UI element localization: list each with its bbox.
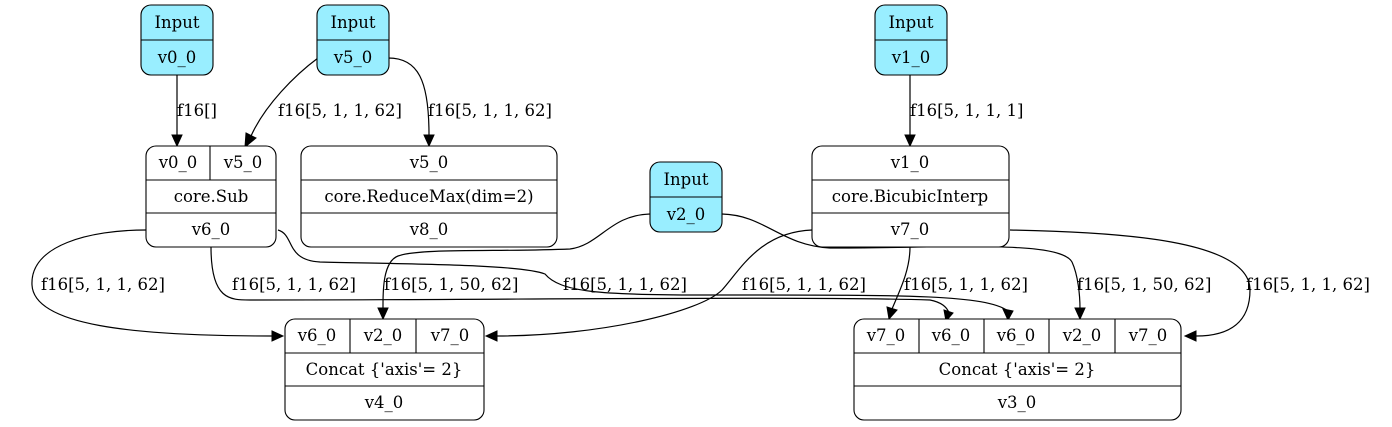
node-op-name: core.Sub <box>174 187 249 206</box>
edge-label: f16[5, 1, 1, 62] <box>232 275 356 294</box>
edge-arrowhead <box>171 134 183 148</box>
node-output: v8_0 <box>409 220 449 239</box>
node-input-port: v6_0 <box>931 326 971 345</box>
node-title: Input <box>664 170 709 189</box>
edge-arrowhead <box>423 134 435 148</box>
node-input-port: v0_0 <box>158 153 198 172</box>
node-output: v4_0 <box>364 393 404 412</box>
node-output: v0_0 <box>157 48 197 67</box>
node-output: v7_0 <box>890 220 930 239</box>
node-op-name: Concat {'axis'= 2} <box>306 360 463 379</box>
edge-v5-to-sub <box>250 57 319 137</box>
edge-v6-to-concat3-b <box>277 229 1009 312</box>
node-output: v2_0 <box>666 205 706 224</box>
node-op-name: Concat {'axis'= 2} <box>939 360 1096 379</box>
node-input-port: v6_0 <box>297 326 337 345</box>
input-node-v2[interactable]: Input v2_0 <box>649 161 723 233</box>
node-op-name: core.BicubicInterp <box>832 187 988 206</box>
edge-v6-to-concat3-a <box>210 246 950 314</box>
input-node-v5[interactable]: Input v5_0 <box>316 4 390 76</box>
edge-label: f16[5, 1, 1, 62] <box>41 275 165 294</box>
node-input-port: v7_0 <box>430 326 470 345</box>
edge-v7-to-concat3-b <box>1009 229 1251 337</box>
edge-label: f16[5, 1, 1, 62] <box>1246 275 1370 294</box>
edge-v6-to-concat4 <box>31 229 273 337</box>
edge-arrowhead <box>943 309 954 323</box>
edge-label: f16[5, 1, 1, 62] <box>563 275 687 294</box>
edge-label: f16[5, 1, 50, 62] <box>1077 275 1211 294</box>
node-input-port: v2_0 <box>363 326 403 345</box>
edge-label: f16[5, 1, 50, 62] <box>384 275 518 294</box>
node-title: Input <box>155 13 200 32</box>
node-output: v6_0 <box>191 220 231 239</box>
edge-v7-to-concat3-a <box>891 246 911 310</box>
node-input-port: v5_0 <box>223 153 263 172</box>
op-node-reducemax[interactable]: v5_0 core.ReduceMax(dim=2) v8_0 <box>300 145 558 248</box>
edge-arrowhead <box>1183 330 1197 342</box>
op-node-sub[interactable]: v0_0 v5_0 core.Sub v6_0 <box>145 145 277 248</box>
node-output: v3_0 <box>997 393 1037 412</box>
node-input-port: v7_0 <box>1128 326 1168 345</box>
edge-label: f16[5, 1, 1, 62] <box>428 101 552 120</box>
input-node-v1[interactable]: Input v1_0 <box>874 4 948 76</box>
node-output: v5_0 <box>333 48 373 67</box>
input-node-v0[interactable]: Input v0_0 <box>140 4 214 76</box>
edge-arrowhead <box>904 134 916 148</box>
edge-arrowhead <box>244 132 257 149</box>
edge-arrowhead <box>377 307 389 321</box>
edge-label: f16[5, 1, 1, 62] <box>904 275 1028 294</box>
edge-label: f16[5, 1, 1, 1] <box>910 101 1023 120</box>
edge-label: f16[5, 1, 1, 62] <box>278 101 402 120</box>
node-op-name: core.ReduceMax(dim=2) <box>324 187 533 206</box>
node-input-port: v5_0 <box>409 153 449 172</box>
edge-arrowhead <box>1074 307 1086 321</box>
edge-arrowhead <box>886 306 898 321</box>
node-input-port: v1_0 <box>890 153 930 172</box>
op-node-bicubic[interactable]: v1_0 core.BicubicInterp v7_0 <box>811 145 1010 248</box>
node-title: Input <box>331 13 376 32</box>
edge-arrowhead <box>1002 308 1014 322</box>
op-node-concat-v3[interactable]: v7_0 v6_0 v6_0 v2_0 v7_0 Concat {'axis'=… <box>853 318 1182 421</box>
node-input-port: v7_0 <box>866 326 906 345</box>
op-node-concat-v4[interactable]: v6_0 v2_0 v7_0 Concat {'axis'= 2} v4_0 <box>284 318 485 421</box>
edge-arrowhead <box>484 330 498 342</box>
edge-arrowhead <box>271 330 285 342</box>
edge-v5-to-reducemax <box>387 57 430 136</box>
edge-v7-to-concat4 <box>496 229 813 337</box>
node-input-port: v6_0 <box>996 326 1036 345</box>
node-output: v1_0 <box>891 48 931 67</box>
edge-labels: f16[] f16[5, 1, 1, 62] f16[5, 1, 1, 62] … <box>41 101 1370 294</box>
node-title: Input <box>889 13 934 32</box>
edge-label: f16[5, 1, 1, 62] <box>742 275 866 294</box>
edge-v2-to-concat4 <box>382 213 651 310</box>
node-input-port: v2_0 <box>1062 326 1102 345</box>
edge-label: f16[] <box>177 101 217 120</box>
